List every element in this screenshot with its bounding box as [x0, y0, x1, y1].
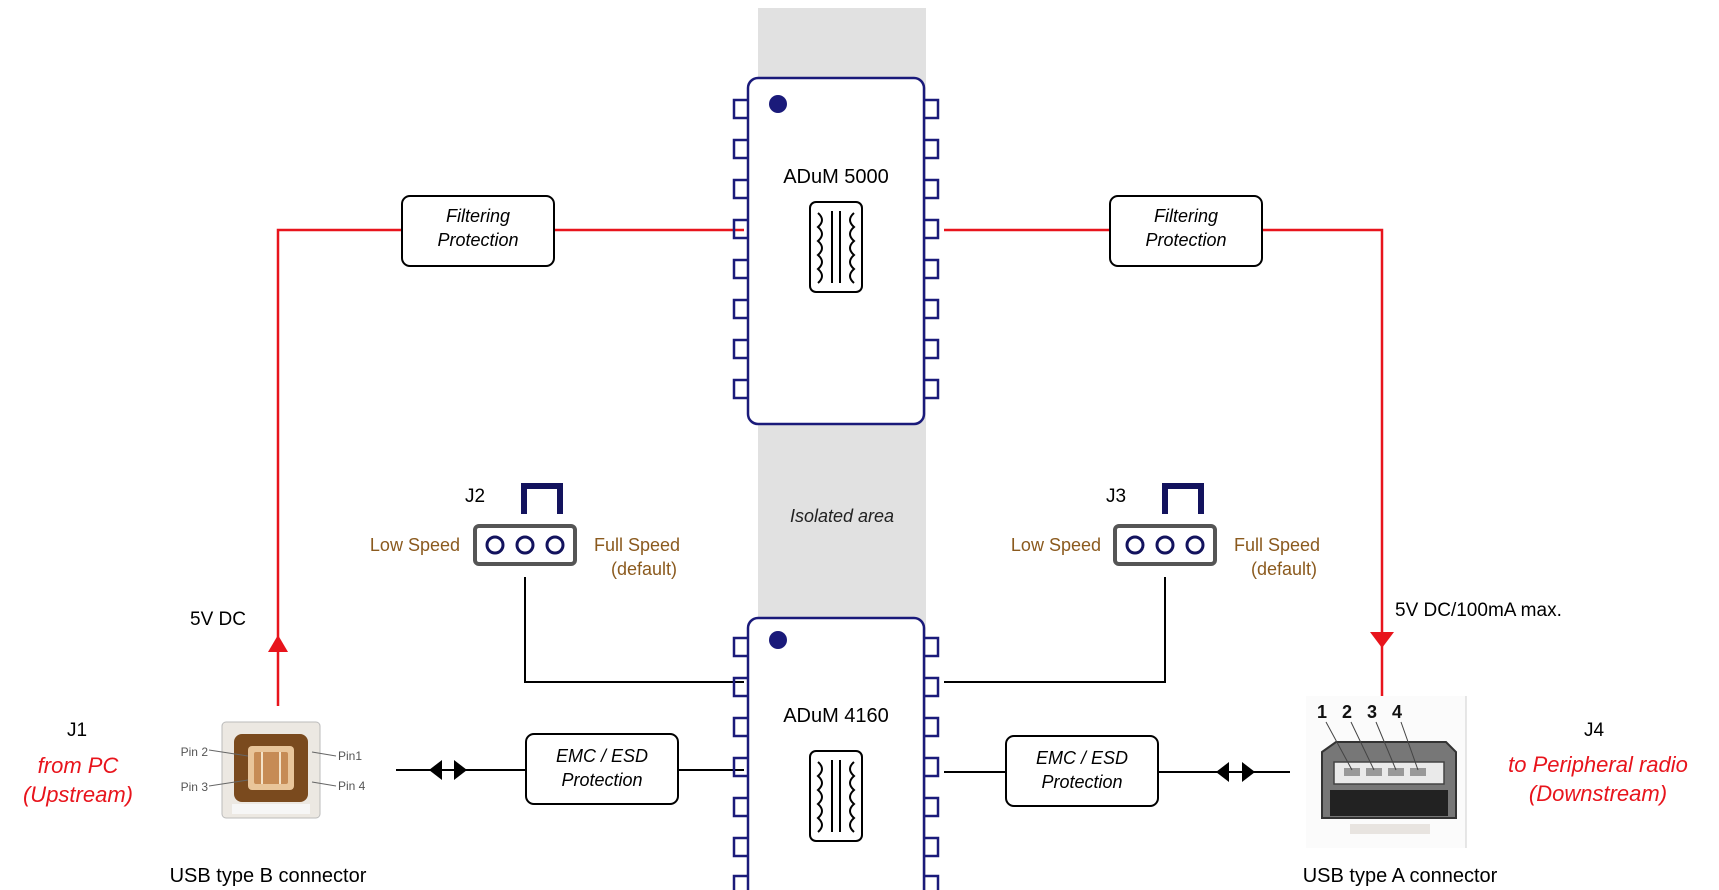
- jumper-cap-icon: [1162, 483, 1204, 514]
- connector-j1-caption: USB type B connector: [170, 865, 367, 887]
- jumper-j3-id: J3: [1106, 486, 1126, 507]
- connector-j1-direction-1: from PC: [38, 753, 119, 778]
- filter-protection-block-right: Filtering Protection: [1109, 195, 1263, 267]
- upstream-arrow-icon: [268, 635, 288, 652]
- usb-type-b-image: [221, 721, 321, 819]
- jumper-j3: J3 Low Speed Full Speed (default): [1011, 483, 1320, 579]
- filter-protection-block-left: Filtering Protection: [401, 195, 555, 267]
- svg-text:Filtering: Filtering: [1154, 206, 1218, 226]
- usb-a-pin4-label: 4: [1392, 702, 1402, 722]
- usb-a-pin3-label: 3: [1367, 702, 1377, 722]
- usb-b-pin1-label: Pin1: [338, 749, 362, 763]
- connector-j1-direction-2: (Upstream): [23, 782, 133, 807]
- svg-text:Protection: Protection: [1145, 230, 1226, 250]
- connector-j4-id: J4: [1584, 720, 1605, 741]
- connector-j4-direction-2: (Downstream): [1529, 781, 1667, 806]
- connector-j4-caption: USB type A connector: [1303, 865, 1498, 887]
- chip-top-label: ADuM 5000: [783, 166, 889, 188]
- jumper-wires: [524, 577, 1166, 683]
- power-label-right: 5V DC/100mA max.: [1395, 600, 1562, 621]
- power-line-left: [268, 228, 744, 706]
- jumper-j2-id: J2: [465, 486, 485, 507]
- jumper-cap-icon: [521, 483, 563, 514]
- usb-a-pin1-label: 1: [1317, 702, 1327, 722]
- jumper-j2-full-speed: Full Speed: [594, 535, 680, 555]
- connector-j1-id: J1: [67, 720, 87, 741]
- emc-esd-block-right: EMC / ESD Protection: [1005, 735, 1159, 807]
- usb-b-pin-leaders: [208, 749, 337, 787]
- connector-j4-direction-1: to Peripheral radio: [1508, 752, 1688, 777]
- usb-b-pin3-label: Pin 3: [181, 780, 209, 794]
- bidirectional-arrow-icon: [429, 760, 467, 780]
- isolated-area-label: Isolated area: [790, 506, 894, 526]
- svg-text:EMC / ESD: EMC / ESD: [556, 746, 648, 766]
- connector-j4: 5V DC/100mA max. J4 to Peripheral radio …: [1303, 600, 1688, 887]
- svg-text:EMC / ESD: EMC / ESD: [1036, 748, 1128, 768]
- power-label-left: 5V DC: [190, 609, 246, 630]
- jumper-j2: J2 Low Speed Full Speed (default): [370, 483, 680, 579]
- svg-text:Protection: Protection: [561, 770, 642, 790]
- emc-esd-block-left: EMC / ESD Protection: [525, 733, 679, 805]
- svg-text:Protection: Protection: [1041, 772, 1122, 792]
- usb-type-a-image: [1306, 696, 1467, 848]
- connector-j1: 5V DC J1 from PC (Upstream) Pin 2 Pin1 P…: [23, 609, 367, 887]
- jumper-j3-low-speed: Low Speed: [1011, 535, 1101, 555]
- jumper-j3-default: (default): [1251, 559, 1317, 579]
- jumper-j2-default: (default): [611, 559, 677, 579]
- usb-a-pin-leaders: [1325, 721, 1419, 771]
- usb-a-pin2-label: 2: [1342, 702, 1352, 722]
- power-line-right: [944, 228, 1394, 696]
- downstream-arrow-icon: [1370, 632, 1394, 648]
- usb-b-pin2-label: Pin 2: [181, 745, 209, 759]
- usb-b-pin4-label: Pin 4: [338, 779, 366, 793]
- svg-text:Protection: Protection: [437, 230, 518, 250]
- transformer-icon: [809, 201, 863, 293]
- svg-text:Filtering: Filtering: [446, 206, 510, 226]
- jumper-j3-full-speed: Full Speed: [1234, 535, 1320, 555]
- transformer-icon: [809, 750, 863, 842]
- bidirectional-arrow-icon: [1216, 762, 1255, 782]
- chip-bottom-label: ADuM 4160: [783, 705, 889, 727]
- jumper-j2-low-speed: Low Speed: [370, 535, 460, 555]
